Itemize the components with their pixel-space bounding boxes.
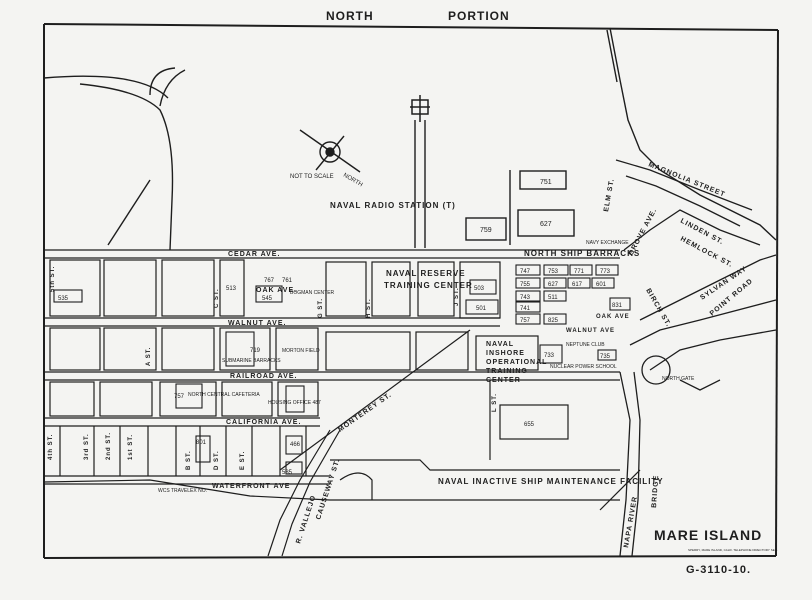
building-825: 825 — [548, 318, 559, 324]
building-466: 466 — [290, 442, 301, 448]
street-4th: 4th ST. — [48, 434, 54, 460]
building-753: 753 — [548, 269, 559, 275]
area-north-ship-barracks: NORTH SHIP BARRACKS — [524, 249, 640, 258]
building-655: 655 — [524, 422, 535, 428]
street-b: B ST. — [186, 450, 192, 470]
street-1st: 1st ST. — [128, 434, 134, 460]
street-oak: OAK AVE. — [256, 287, 297, 294]
area-navy-exchange: NAVY EXCHANGE — [586, 240, 629, 246]
street-d: D ST. — [214, 450, 220, 470]
street-california: CALIFORNIA AVE. — [226, 419, 301, 426]
building-511: 511 — [548, 295, 558, 301]
street-5th: 5th ST. — [50, 266, 56, 292]
area-bogman: BOGMAN CENTER — [290, 290, 335, 296]
street-e: E ST. — [240, 451, 246, 470]
building-831: 831 — [612, 303, 623, 309]
street-railroad: RAILROAD AVE. — [230, 373, 297, 380]
building-735: 735 — [600, 354, 611, 360]
area-north-gate: NORTH GATE — [662, 376, 695, 382]
area-submarine-barracks: SUBMARINE BARRACKS — [222, 358, 281, 364]
building-719: 719 — [250, 348, 261, 354]
area-inshore-3: OPERATIONAL — [486, 359, 547, 366]
building-513: 513 — [226, 286, 237, 292]
area-neptune-club: NEPTUNE CLUB — [566, 342, 605, 348]
building-757: 757 — [520, 318, 531, 324]
area-north-cafeteria: NORTH CENTRAL CAFETERIA — [188, 392, 260, 398]
street-waterfront: WATERFRONT AVE — [212, 483, 290, 490]
building-773: 773 — [600, 269, 611, 275]
map-place-title: MARE ISLAND — [654, 527, 762, 543]
building-503: 503 — [474, 286, 485, 292]
area-inshore-5: CENTER — [486, 377, 521, 384]
building-545: 545 — [262, 296, 273, 302]
area-wcs-travelex: WCS TRAVELEX NO. — [158, 488, 207, 494]
area-housing-office: HOUSING OFFICE 487 — [268, 400, 321, 406]
street-h: H ST. — [366, 298, 372, 318]
street-cedar: CEDAR AVE. — [228, 251, 280, 258]
building-733: 733 — [544, 353, 555, 359]
street-3rd: 3rd ST. — [84, 433, 90, 460]
building-757b: 757 — [174, 394, 185, 400]
area-radio-station: NAVAL RADIO STATION (T) — [330, 201, 456, 210]
street-walnut-east: WALNUT AVE — [566, 328, 615, 334]
street-2nd: 2nd ST. — [106, 432, 112, 460]
building-501: 501 — [476, 306, 487, 312]
street-g: G ST. — [318, 298, 324, 318]
street-walnut: WALNUT AVE. — [228, 320, 286, 327]
building-751: 751 — [540, 179, 552, 186]
building-601: 601 — [596, 282, 607, 288]
building-755: 755 — [520, 282, 531, 288]
building-585: 585 — [282, 470, 293, 476]
area-inshore-1: NAVAL — [486, 341, 514, 348]
area-reserve-center-2: TRAINING CENTER — [384, 281, 473, 290]
building-761: 761 — [282, 278, 293, 284]
building-743: 743 — [520, 295, 531, 301]
bridge-label: BRIDGE — [651, 474, 660, 508]
map-header: NORTH PORTION — [326, 9, 510, 23]
area-morton-field: MORTON FIELD — [282, 348, 320, 354]
street-c: C ST. — [214, 288, 220, 308]
radio-tower-icon — [410, 95, 430, 122]
street-oak-east: OAK AVE — [596, 314, 630, 320]
compass-scale-note: NOT TO SCALE — [290, 174, 334, 180]
street-l: L ST. — [492, 393, 498, 412]
map-sheet-number: G-3110-10. — [686, 564, 751, 576]
building-771: 771 — [574, 269, 585, 275]
building-627b: 627 — [548, 282, 559, 288]
street-a: A ST. — [146, 347, 152, 366]
compass-rose-icon — [299, 129, 361, 173]
area-nuclear-power-school: NUCLEAR POWER SCHOOL — [550, 364, 617, 370]
area-inactive-ship: NAVAL INACTIVE SHIP MAINTENANCE FACILITY — [438, 477, 664, 486]
building-627: 627 — [540, 221, 552, 228]
street-j: J ST. — [454, 287, 460, 306]
building-535: 535 — [58, 296, 69, 302]
building-759: 759 — [480, 227, 492, 234]
area-inshore-2: INSHORE — [486, 350, 525, 357]
map-fine-print: SPERRY, MARE ISLAND, CALIF. TELEPHONE DI… — [688, 548, 778, 552]
area-inshore-4: TRAINING — [486, 368, 528, 375]
building-801: 801 — [196, 440, 207, 446]
building-741: 741 — [520, 306, 531, 312]
building-747: 747 — [520, 269, 531, 275]
building-617: 617 — [572, 282, 583, 288]
building-767: 767 — [264, 278, 275, 284]
area-reserve-center-1: NAVAL RESERVE — [386, 269, 466, 278]
